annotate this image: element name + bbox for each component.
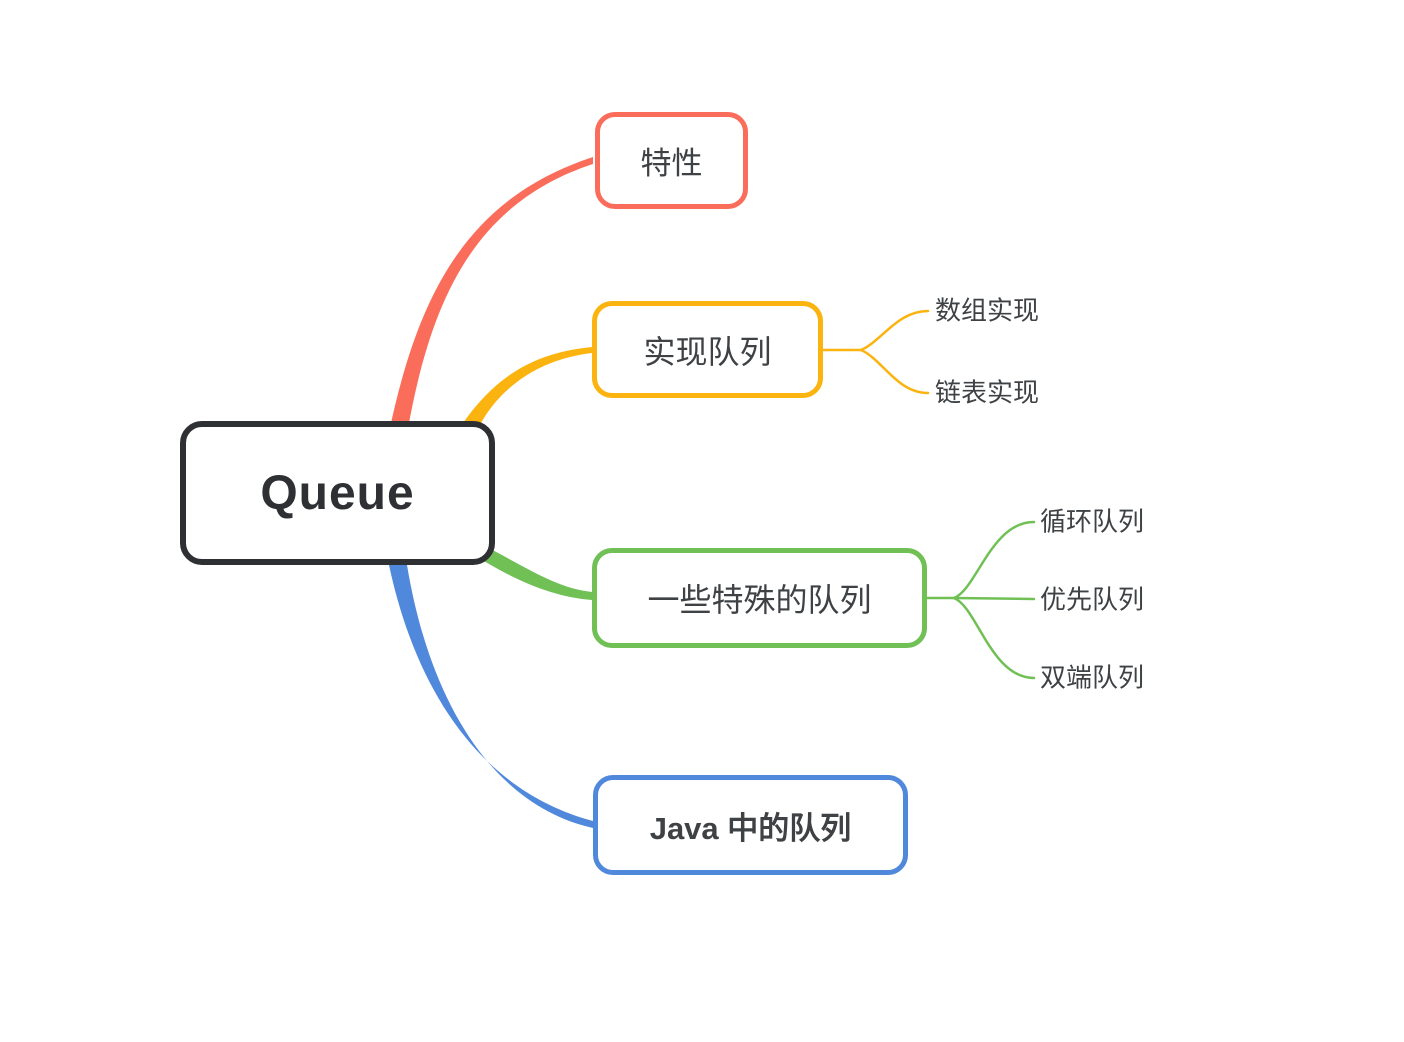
branch-curve-texing — [391, 157, 593, 423]
connector-xunhuanduilie — [952, 520, 1036, 600]
connector-youxianduilie — [952, 596, 1036, 601]
leaf-shuzushixian[interactable]: 数组实现 — [935, 295, 1040, 326]
leaf-lianbiaoshixian[interactable]: 链表实现 — [935, 377, 1040, 408]
root-topic-queue[interactable]: Queue — [180, 421, 495, 565]
connector-shuangduanduilie — [952, 596, 1036, 680]
topic-javaduilie[interactable]: Java 中的队列 — [593, 775, 908, 875]
connector-shuzushixian — [859, 309, 930, 352]
leaf-youxianduilie[interactable]: 优先队列 — [1040, 584, 1145, 615]
branch-curve-shixianduilie — [463, 347, 592, 423]
topic-texing[interactable]: 特性 — [595, 112, 748, 209]
leaf-shuangduanduilie[interactable]: 双端队列 — [1040, 662, 1145, 693]
leaf-xunhuanduilie[interactable]: 循环队列 — [1040, 506, 1145, 537]
topic-teshuduilie[interactable]: 一些特殊的队列 — [592, 548, 927, 648]
branch-curve-javaduilie — [389, 565, 593, 828]
connector-lianbiaoshixian — [859, 348, 930, 395]
branch-curve-teshuduilie — [479, 547, 592, 600]
topic-shixianduilie[interactable]: 实现队列 — [592, 301, 823, 398]
